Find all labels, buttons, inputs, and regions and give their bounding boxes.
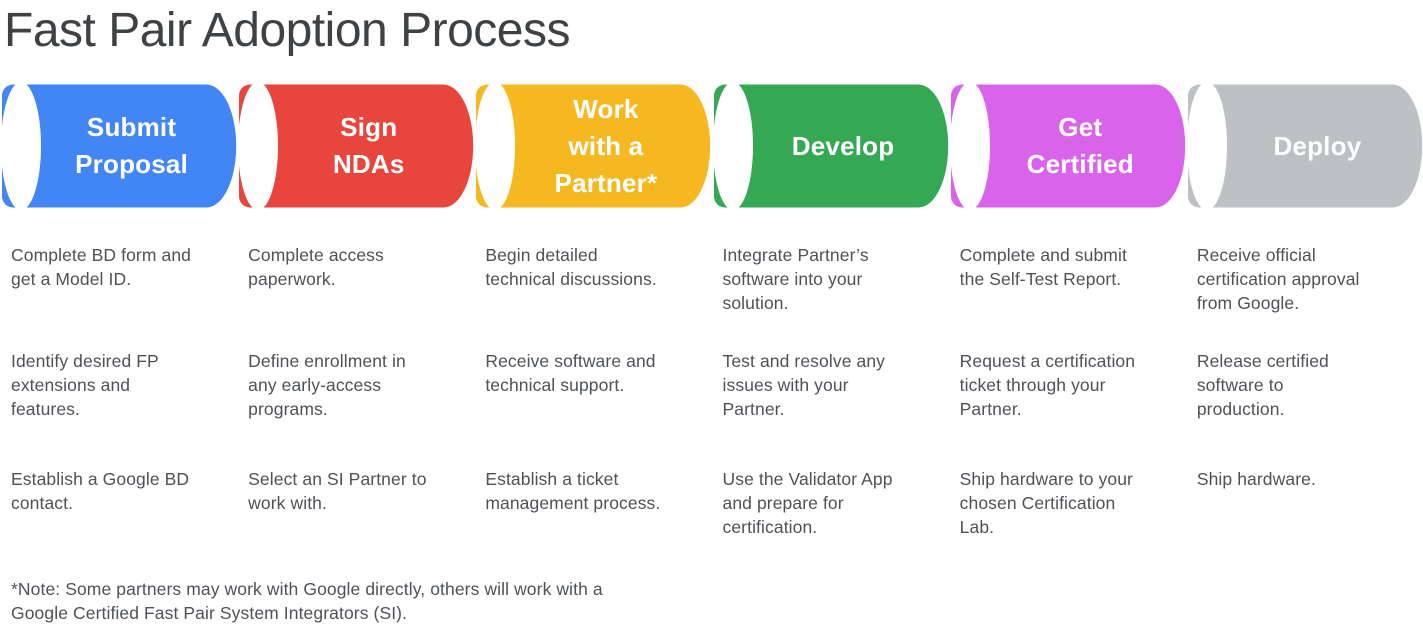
stage-notch-cut <box>712 84 753 208</box>
stage-notch-cut <box>1186 84 1227 208</box>
detail-get-certified-3: Ship hardware to your chosen Certificati… <box>959 469 1133 537</box>
step-details-row-1: Complete BD form and get a Model ID. Com… <box>0 243 1423 349</box>
stage-label: Submit Proposal <box>75 112 188 179</box>
detail-work-with-partner-1: Begin detailed technical discussions. <box>485 245 657 289</box>
footnote: *Note: Some partners may work with Googl… <box>11 579 603 623</box>
detail-sign-ndas-3: Select an SI Partner to work with. <box>248 469 427 513</box>
stage-notch-cut <box>949 84 990 208</box>
stage-arrow-shape <box>713 84 948 208</box>
stage-submit-proposal: Submit Proposal <box>0 84 237 208</box>
stage-notch-cut <box>1 84 42 208</box>
detail-develop-3: Use the Validator App and prepare for ce… <box>722 469 893 537</box>
stage-notch-cut <box>238 84 279 208</box>
page-title: Fast Pair Adoption Process <box>4 4 570 57</box>
detail-get-certified-2: Request a certification ticket through y… <box>959 351 1136 419</box>
detail-sign-ndas-1: Complete access paperwork. <box>248 245 384 289</box>
stage-shape <box>712 84 948 208</box>
detail-submit-proposal-2: Identify desired FP extensions and featu… <box>11 351 159 419</box>
detail-work-with-partner-3: Establish a ticket management process. <box>485 469 661 513</box>
detail-deploy-2: Release certified software to production… <box>1196 351 1329 419</box>
detail-develop-2: Test and resolve any issues with your Pa… <box>722 351 886 419</box>
detail-sign-ndas-2: Define enrollment in any early-access pr… <box>248 351 406 419</box>
detail-submit-proposal-1: Complete BD form and get a Model ID. <box>11 245 191 289</box>
step-details-row-3: Establish a Google BD contact. Select an… <box>0 467 1423 539</box>
stage-arrow-shape <box>1187 84 1422 208</box>
stage-deploy: Deploy <box>1186 84 1423 208</box>
detail-submit-proposal-3: Establish a Google BD contact. <box>11 469 190 513</box>
stage-shape <box>1 84 237 208</box>
detail-develop-1: Integrate Partner’s software into your s… <box>722 245 869 313</box>
stage-label: Work with a Partner* <box>554 93 658 198</box>
stage-label: Sign NDAs <box>332 112 405 179</box>
detail-deploy-3: Ship hardware. <box>1196 469 1316 489</box>
stage-notch-cut <box>475 84 516 208</box>
process-band: Submit Proposal Sign NDAs Work with a Pa… <box>0 84 1423 208</box>
stage-shape <box>949 84 1185 208</box>
detail-deploy-1: Receive official certification approval … <box>1196 245 1360 313</box>
detail-work-with-partner-2: Receive software and technical support. <box>485 351 656 395</box>
stage-arrow-shape <box>239 84 474 208</box>
step-details-row-2: Identify desired FP extensions and featu… <box>0 349 1423 467</box>
stage-arrow-shape <box>476 84 711 208</box>
stage-sign-ndas: Sign NDAs <box>237 84 474 208</box>
stage-label: Deploy <box>1273 130 1362 161</box>
stage-shape <box>475 84 711 208</box>
stage-develop: Develop <box>712 84 949 208</box>
stage-arrow-shape <box>2 84 237 208</box>
stage-shape <box>1186 84 1422 208</box>
stage-shape <box>238 84 474 208</box>
detail-get-certified-1: Complete and submit the Self-Test Report… <box>959 245 1127 289</box>
stage-label: Get Certified <box>1026 112 1134 179</box>
stage-work-with-partner: Work with a Partner* <box>474 84 711 208</box>
stage-label: Develop <box>791 130 895 161</box>
stage-get-certified: Get Certified <box>949 84 1186 208</box>
stage-arrow-shape <box>950 84 1185 208</box>
